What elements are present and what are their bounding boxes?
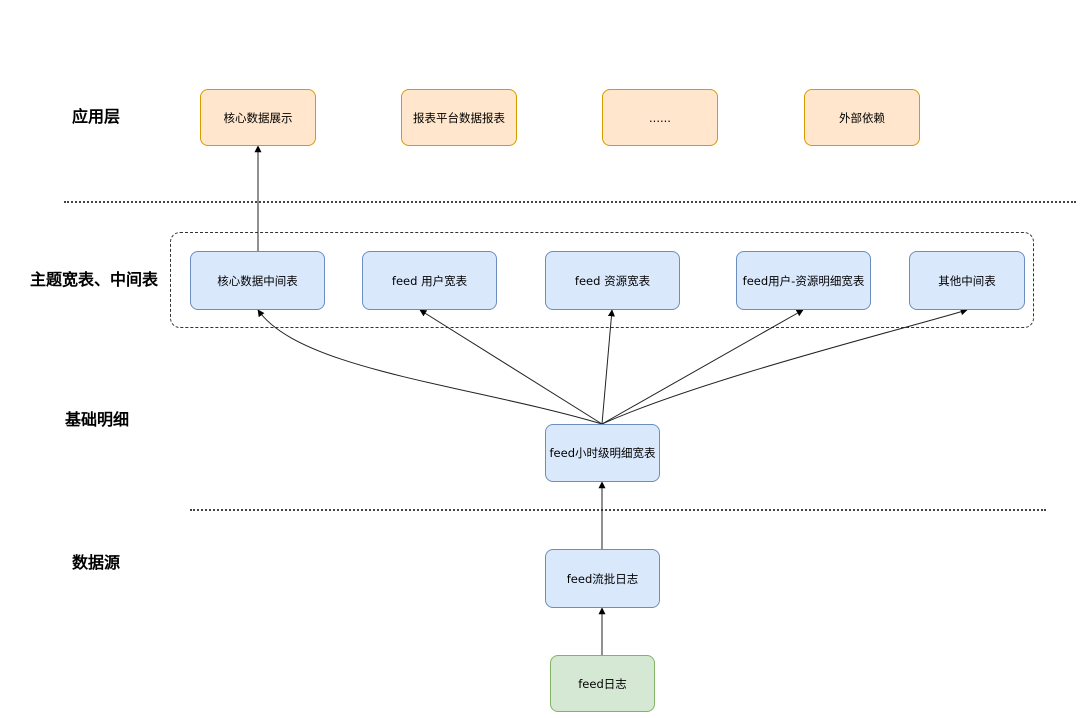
node-feed-stream-batch: feed流批日志: [545, 549, 660, 608]
layer-label-base: 基础明细: [65, 410, 130, 429]
node-report-platform: 报表平台数据报表: [401, 89, 517, 146]
node-feed-log: feed日志: [550, 655, 655, 712]
layer-divider-top: [64, 201, 1076, 203]
edge-hourly-to-other-mid: [601, 308, 968, 425]
edge-hourly-to-feed-resource: [601, 309, 615, 425]
theme-group-box: [170, 232, 1034, 328]
node-feed-hourly: feed小时级明细宽表: [545, 424, 660, 482]
layer-divider-bottom: [190, 509, 1046, 511]
node-ellipsis: ......: [602, 89, 718, 146]
edge-hourly-to-feed-user: [419, 309, 603, 425]
node-external-dep: 外部依赖: [804, 89, 920, 146]
node-core-display: 核心数据展示: [200, 89, 316, 146]
layer-label-app: 应用层: [72, 107, 121, 126]
node-other-mid: 其他中间表: [909, 251, 1025, 310]
edge-hourly-to-user-resource: [601, 309, 804, 425]
edge-hourly-to-core-mid: [257, 309, 603, 425]
layer-label-theme: 主题宽表、中间表: [30, 270, 159, 289]
node-core-mid: 核心数据中间表: [190, 251, 325, 310]
node-feed-resource: feed 资源宽表: [545, 251, 680, 310]
node-feed-user-resource: feed用户-资源明细宽表: [736, 251, 871, 310]
layer-label-source: 数据源: [72, 553, 121, 572]
node-feed-user: feed 用户宽表: [362, 251, 497, 310]
